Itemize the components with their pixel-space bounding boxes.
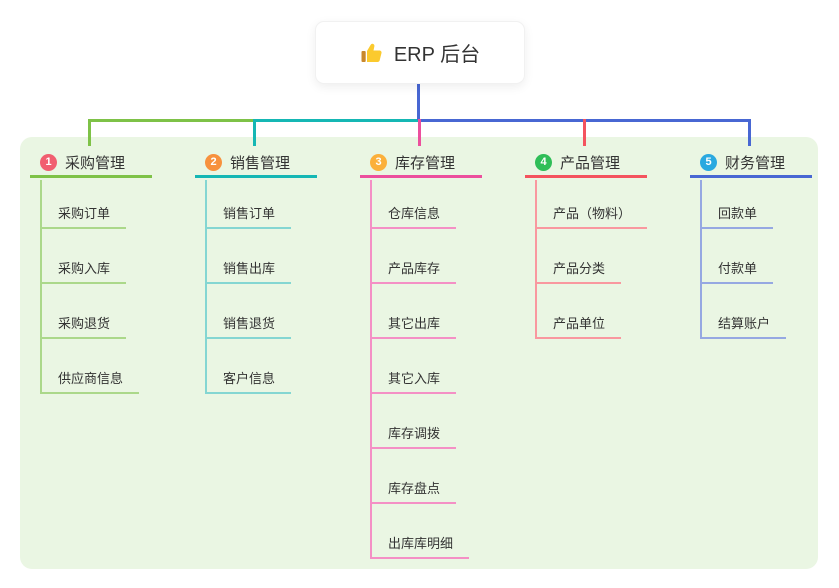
leaf-node[interactable]: 产品单位 xyxy=(535,315,622,339)
branch-node-1[interactable]: 1 采购管理 xyxy=(30,149,152,178)
leaf-node[interactable]: 产品（物料） xyxy=(535,205,648,229)
connector-bus-segment xyxy=(88,119,253,122)
leaf-node[interactable]: 回款单 xyxy=(700,205,774,229)
leaf-node[interactable]: 仓库信息 xyxy=(370,205,457,229)
leaf-node[interactable]: 出库库明细 xyxy=(370,535,470,559)
branch-node-4[interactable]: 4 产品管理 xyxy=(525,149,647,178)
leaf-node[interactable]: 销售订单 xyxy=(205,205,292,229)
branch-label: 库存管理 xyxy=(395,154,456,172)
thumbs-up-icon xyxy=(360,41,384,65)
branch-trunk-line xyxy=(370,180,372,559)
leaf-node[interactable]: 库存调拨 xyxy=(370,425,457,449)
leaf-node[interactable]: 产品库存 xyxy=(370,260,457,284)
branch-node-5[interactable]: 5 财务管理 xyxy=(690,149,812,178)
branch-node-3[interactable]: 3 库存管理 xyxy=(360,149,482,178)
leaf-node[interactable]: 产品分类 xyxy=(535,260,622,284)
connector-drop xyxy=(583,119,586,146)
branch-number-badge: 3 xyxy=(370,153,387,171)
leaf-node[interactable]: 采购订单 xyxy=(40,205,127,229)
leaf-node[interactable]: 采购退货 xyxy=(40,315,127,339)
branch-node-2[interactable]: 2 销售管理 xyxy=(195,149,317,178)
connector-bus-segment xyxy=(253,119,418,122)
branch-label: 销售管理 xyxy=(230,154,291,172)
leaf-node[interactable]: 销售退货 xyxy=(205,315,292,339)
branch-trunk-line xyxy=(535,180,537,339)
leaf-node[interactable]: 库存盘点 xyxy=(370,480,457,504)
connector-drop xyxy=(418,119,421,146)
leaf-node[interactable]: 其它出库 xyxy=(370,315,457,339)
branch-number-badge: 4 xyxy=(535,153,552,171)
root-node[interactable]: ERP 后台 xyxy=(315,21,525,84)
root-connector xyxy=(417,81,420,120)
connector-drop xyxy=(748,119,751,146)
leaf-node[interactable]: 结算账户 xyxy=(700,315,787,339)
branch-trunk-line xyxy=(700,180,702,339)
root-label: ERP 后台 xyxy=(393,44,481,66)
branch-trunk-line xyxy=(205,180,207,394)
branch-label: 产品管理 xyxy=(560,154,621,172)
leaf-node[interactable]: 采购入库 xyxy=(40,260,127,284)
branch-trunk-line xyxy=(40,180,42,394)
leaf-node[interactable]: 供应商信息 xyxy=(40,370,140,394)
branch-number-badge: 1 xyxy=(40,153,57,171)
leaf-node[interactable]: 其它入库 xyxy=(370,370,457,394)
connector-drop xyxy=(88,119,91,146)
connector-drop xyxy=(253,119,256,146)
branch-number-badge: 2 xyxy=(205,153,222,171)
branch-label: 采购管理 xyxy=(65,154,126,172)
branches-panel xyxy=(20,137,818,569)
leaf-node[interactable]: 付款单 xyxy=(700,260,774,284)
branch-label: 财务管理 xyxy=(725,154,786,172)
leaf-node[interactable]: 客户信息 xyxy=(205,370,292,394)
branch-number-badge: 5 xyxy=(700,153,717,171)
leaf-node[interactable]: 销售出库 xyxy=(205,260,292,284)
